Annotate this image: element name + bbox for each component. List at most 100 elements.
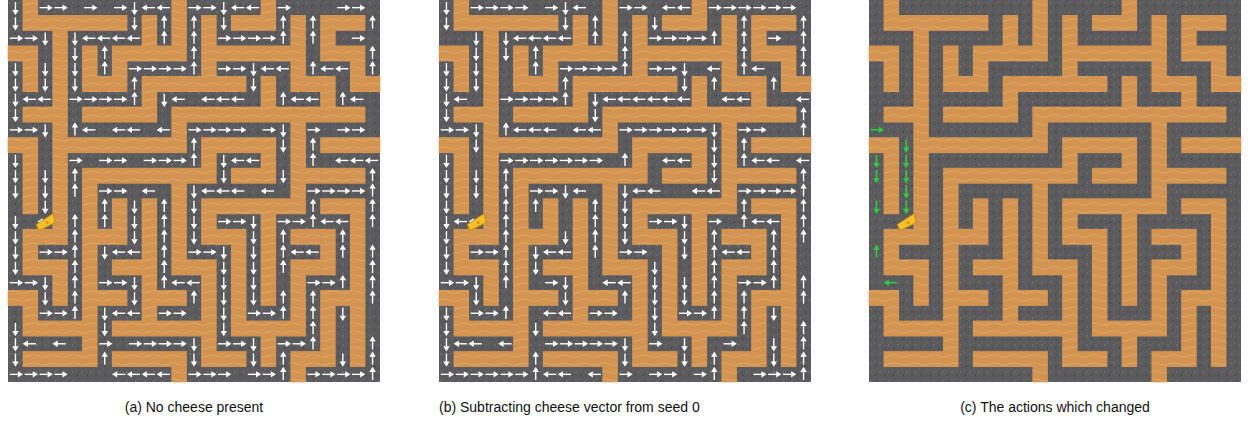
maze-wall: [171, 183, 186, 199]
arrow-head: [12, 25, 18, 30]
arrow-head: [687, 35, 692, 41]
maze-wall: [1181, 290, 1196, 306]
maze-wall: [201, 153, 216, 169]
maze-wall: [721, 366, 736, 382]
arrow-head: [246, 157, 251, 163]
maze-wall: [662, 229, 677, 245]
arrow-head: [167, 310, 172, 316]
maze-panel: [439, 0, 812, 382]
maze-wall: [112, 107, 127, 123]
arrow-head: [562, 76, 568, 81]
maze-wall: [142, 275, 157, 291]
arrow-head: [305, 249, 310, 255]
arrow-head: [513, 35, 518, 41]
arrow-head: [107, 157, 112, 163]
arrow-head: [102, 351, 108, 356]
arrow-head: [454, 96, 459, 102]
maze-wall: [781, 137, 796, 153]
arrow-head: [443, 71, 449, 76]
maze-wall: [692, 15, 707, 31]
maze-wall: [483, 153, 498, 169]
maze-wall: [52, 321, 67, 337]
arrow-head: [280, 244, 286, 249]
maze-wall: [751, 321, 766, 337]
arrow-head: [131, 76, 137, 81]
maze-wall: [127, 168, 142, 184]
maze-wall: [1151, 198, 1166, 214]
arrow-head: [538, 188, 543, 194]
arrow-head: [573, 127, 578, 133]
maze-wall: [1062, 137, 1077, 153]
arrow-head: [473, 285, 479, 290]
arrow-head: [741, 321, 747, 326]
arrow-head: [291, 249, 296, 255]
maze-wall: [602, 183, 617, 199]
arrow-head: [365, 157, 370, 163]
maze-wall: [513, 229, 528, 245]
arrow-head: [746, 279, 751, 285]
maze-wall: [1107, 46, 1122, 62]
maze-wall: [1062, 76, 1077, 92]
arrow-head: [48, 249, 53, 255]
arrow-head: [42, 71, 48, 76]
arrow-head: [711, 275, 717, 280]
maze-wall: [632, 321, 647, 337]
maze-wall: [142, 244, 157, 260]
maze-wall: [736, 259, 751, 275]
arrow-head: [72, 229, 78, 234]
arrow-head: [562, 285, 568, 290]
maze-wall: [632, 61, 647, 77]
maze-wall: [973, 290, 988, 306]
arrow-head: [681, 71, 687, 76]
arrow-head: [681, 255, 687, 260]
arrow-head: [335, 157, 340, 163]
maze-wall: [454, 290, 469, 306]
maze-wall: [454, 107, 469, 123]
maze-wall: [305, 107, 320, 123]
arrow-head: [732, 341, 737, 347]
maze-wall: [37, 107, 52, 123]
maze-wall: [692, 137, 707, 153]
arrow-head: [662, 157, 667, 163]
maze-wall: [513, 336, 528, 352]
maze-wall: [201, 229, 216, 245]
arrow-head: [280, 367, 286, 372]
maze-wall: [82, 305, 97, 321]
arrow-head: [191, 153, 197, 158]
maze-wall: [335, 198, 350, 214]
maze-wall: [171, 0, 186, 16]
maze-wall: [171, 229, 186, 245]
maze-wall: [1032, 214, 1047, 230]
maze-wall: [1151, 15, 1166, 31]
arrow-head: [72, 56, 78, 61]
arrow-head: [454, 341, 459, 347]
maze-wall: [171, 244, 186, 260]
arrow-head: [592, 214, 598, 219]
arrow-head: [42, 86, 48, 91]
arrow-head: [746, 4, 751, 10]
arrow-head: [112, 310, 117, 316]
arrow-head: [503, 275, 509, 280]
arrow-head: [335, 218, 340, 224]
maze-wall: [1032, 229, 1047, 245]
maze-wall: [320, 107, 335, 123]
arrow-head: [562, 10, 568, 15]
arrow-head: [310, 153, 316, 158]
maze-wall: [677, 321, 692, 337]
maze-wall: [781, 46, 796, 62]
maze-wall: [513, 214, 528, 230]
maze-wall: [1166, 259, 1181, 275]
arrow-head: [479, 310, 484, 316]
arrow-head: [182, 341, 187, 347]
arrow-head: [152, 157, 157, 163]
arrow-head: [92, 96, 97, 102]
maze-wall: [97, 76, 112, 92]
maze-wall: [513, 275, 528, 291]
arrow-head: [583, 341, 588, 347]
arrow-head: [741, 61, 747, 66]
maze-wall: [913, 30, 928, 46]
maze-wall: [898, 15, 913, 31]
arrow-head: [72, 214, 78, 219]
arrow-head: [558, 249, 563, 255]
arrow-head: [796, 96, 801, 102]
